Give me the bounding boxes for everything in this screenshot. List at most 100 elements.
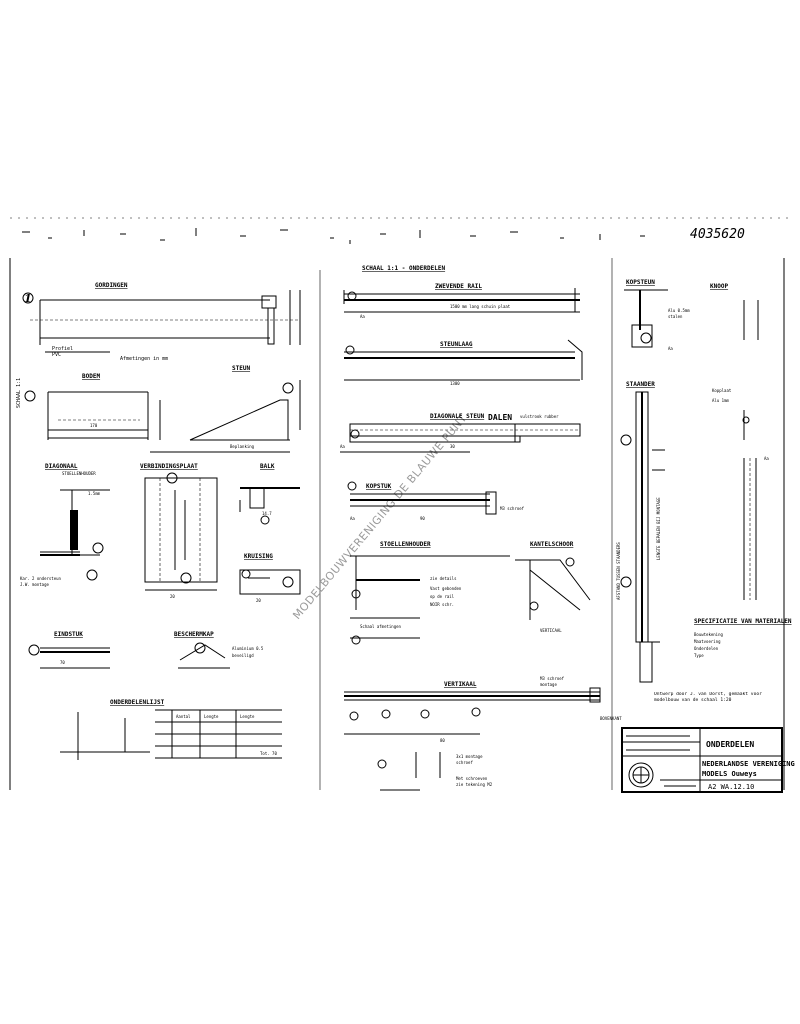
verbindingsplaat-detail: VERBINDINGSPLAAT 20 xyxy=(140,463,218,599)
svg-text:Vast gebonden: Vast gebonden xyxy=(430,586,462,591)
drawing-number: 4035620 xyxy=(690,227,745,242)
svg-text:DALEN: DALEN xyxy=(488,413,512,422)
svg-text:KRUISING: KRUISING xyxy=(244,553,273,560)
svg-text:EINDSTUK: EINDSTUK xyxy=(54,631,83,638)
right-top-detail: KOPSTEUN Alu 0.5mm stalen Aa KNOOP xyxy=(624,279,759,351)
svg-text:DIAGONAAL: DIAGONAAL xyxy=(45,463,78,470)
svg-text:KANTELSCHOOR: KANTELSCHOOR xyxy=(530,541,574,548)
svg-text:Profiel: Profiel xyxy=(52,346,73,352)
svg-text:1.5mm: 1.5mm xyxy=(88,491,101,496)
svg-text:SCHAAL 1:1 - ONDERDELEN: SCHAAL 1:1 - ONDERDELEN xyxy=(362,265,445,272)
svg-text:Maatvoering: Maatvoering xyxy=(694,639,721,644)
diagonaal-detail: DIAGONAAL STOELLENHOUDER 1.5mm Kar. 2 on… xyxy=(20,463,110,587)
right-vertical-profile: STAANDER AFSTAND TUSSEN STAANDERS LENGTE… xyxy=(616,381,665,683)
svg-text:KOPSTEUN: KOPSTEUN xyxy=(626,279,655,286)
bodem-detail: BODEM 170 SCHAAL 1:1 xyxy=(16,373,149,440)
kruising-detail: KRUISING 20 xyxy=(239,553,301,603)
title-block: ONDERDELEN NEDERLANDSE VERENIGING MODELS… xyxy=(621,727,795,793)
svg-text:BALK: BALK xyxy=(260,463,275,470)
svg-text:Alu 0.5mm: Alu 0.5mm xyxy=(668,308,690,313)
svg-text:STAANDER: STAANDER xyxy=(626,381,655,388)
svg-text:3x1 montage: 3x1 montage xyxy=(456,754,483,759)
svg-text:Lengte: Lengte xyxy=(240,714,255,719)
svg-text:zie tekening M2: zie tekening M2 xyxy=(456,782,493,787)
right-inner-detail: Kopplaat Alu 1mm Aa xyxy=(712,388,769,600)
svg-text:Tot. 70: Tot. 70 xyxy=(260,751,277,756)
eindstuk-detail: EINDSTUK 70 xyxy=(28,631,110,669)
svg-text:STOELLENHOUDER: STOELLENHOUDER xyxy=(62,471,96,476)
svg-text:Aa: Aa xyxy=(350,516,355,521)
svg-text:Aantal: Aantal xyxy=(176,714,191,719)
svg-text:zie details: zie details xyxy=(430,576,457,581)
svg-text:SPECIFICATIE VAN MATERIALEN: SPECIFICATIE VAN MATERIALEN xyxy=(694,618,792,625)
note-maten: Afmetingen in mm xyxy=(120,356,168,362)
balk-detail: BALK 14.7 xyxy=(239,463,300,525)
svg-text:NOIR schr.: NOIR schr. xyxy=(430,602,454,607)
svg-text:STEUN: STEUN xyxy=(232,365,250,372)
svg-text:Aa: Aa xyxy=(340,444,345,449)
svg-text:stalen: stalen xyxy=(668,314,683,319)
svg-text:Met schroeven: Met schroeven xyxy=(456,776,488,781)
svg-text:vulstrook rubber: vulstrook rubber xyxy=(520,414,559,419)
kantelschoor-detail: KANTELSCHOOR VERTICAAL xyxy=(515,541,591,633)
steun-detail: STEUN Beplanking xyxy=(150,365,301,453)
svg-text:Alu 1mm: Alu 1mm xyxy=(712,398,729,403)
svg-text:Lengte: Lengte xyxy=(204,714,219,719)
svg-text:80: 80 xyxy=(440,738,445,743)
designer-note: Ontwerp door J. van Dorst, gemaakt voor … xyxy=(654,692,762,703)
svg-text:BODEM: BODEM xyxy=(82,373,100,380)
svg-text:VERBINDINGSPLAAT: VERBINDINGSPLAAT xyxy=(140,463,198,470)
svg-text:70: 70 xyxy=(60,660,65,665)
svg-text:Kopplaat: Kopplaat xyxy=(712,388,732,393)
left-top-rail: GORDINGEN 1 Profiel PVC xyxy=(22,282,301,358)
svg-text:schroef: schroef xyxy=(456,760,473,765)
svg-text:J.W. montage: J.W. montage xyxy=(20,582,49,587)
svg-text:SCHAAL 1:1: SCHAAL 1:1 xyxy=(16,378,22,408)
svg-text:BOVENKANT: BOVENKANT xyxy=(600,716,622,721)
title-org-2: MODELS Ouweys xyxy=(702,770,757,778)
svg-text:14.7: 14.7 xyxy=(262,511,272,516)
svg-text:DIAGONALE STEUN: DIAGONALE STEUN xyxy=(430,413,485,420)
svg-text:M3 schroef: M3 schroef xyxy=(540,676,565,681)
svg-text:LENGTE BEPALEN BIJ MONTAGE: LENGTE BEPALEN BIJ MONTAGE xyxy=(656,497,661,560)
stoellenhouder-detail: STOELLENHOUDER zie details Vast gebonden… xyxy=(350,541,510,645)
svg-text:1: 1 xyxy=(24,292,32,305)
svg-text:Kar. 2 ondersteun: Kar. 2 ondersteun xyxy=(20,576,62,581)
svg-text:Aluminium 0.5: Aluminium 0.5 xyxy=(232,646,264,651)
svg-text:30: 30 xyxy=(450,444,455,449)
frame xyxy=(9,258,785,790)
svg-text:op de rail: op de rail xyxy=(430,594,455,599)
right-notes: SPECIFICATIE VAN MATERIALEN Bouwtekening… xyxy=(654,618,792,703)
svg-text:beveiligd: beveiligd xyxy=(232,653,254,658)
svg-text:Schaal afmetingen: Schaal afmetingen xyxy=(360,624,402,629)
svg-text:170: 170 xyxy=(90,423,98,428)
middle-top-rails: SCHAAL 1:1 - ONDERDELEN ZWEVENDE RAIL 15… xyxy=(343,265,583,386)
svg-text:Onderdelen: Onderdelen xyxy=(694,646,719,651)
svg-text:KOPSTUK: KOPSTUK xyxy=(366,483,392,490)
svg-text:90: 90 xyxy=(420,516,425,521)
svg-text:STEUNLAAG: STEUNLAAG xyxy=(440,341,473,348)
svg-text:PVC: PVC xyxy=(52,352,61,358)
svg-text:1300: 1300 xyxy=(450,381,460,386)
svg-text:Aa: Aa xyxy=(668,346,673,351)
heading-gordingen: GORDINGEN xyxy=(95,282,128,289)
top-fold-marks xyxy=(10,217,790,244)
svg-text:1500 mm lang schuin plaat: 1500 mm lang schuin plaat xyxy=(450,304,511,309)
bottom-middle-rail: VERTIKAAL M3 schroef montage 80 BOVENKAN… xyxy=(344,676,622,791)
svg-text:M3 schroef: M3 schroef xyxy=(500,506,525,511)
verbinding-detail: KOPSTUK M3 schroef Aa 90 xyxy=(347,481,525,521)
svg-text:Type: Type xyxy=(694,653,704,658)
svg-text:BESCHERMKAP: BESCHERMKAP xyxy=(174,631,214,638)
dalen-strip: DIAGONALE STEUN DALEN vulstrook rubber A… xyxy=(340,413,581,453)
svg-text:Aa: Aa xyxy=(360,314,365,319)
parts-table: ONDERDELENLIJST Aantal Lengte Lengte Tot… xyxy=(60,699,282,760)
svg-text:AFSTAND TUSSEN STAANDERS: AFSTAND TUSSEN STAANDERS xyxy=(616,542,621,600)
svg-text:VERTIKAAL: VERTIKAAL xyxy=(444,681,477,688)
svg-text:Bouwtekening: Bouwtekening xyxy=(694,632,723,637)
svg-text:STOELLENHOUDER: STOELLENHOUDER xyxy=(380,541,431,548)
title-sheet-code: A2 WA.12.10 xyxy=(708,783,754,791)
svg-text:20: 20 xyxy=(170,594,175,599)
beschermkap-detail: BESCHERMKAP Aluminium 0.5 beveiligd xyxy=(174,631,264,669)
svg-text:KNOOP: KNOOP xyxy=(710,283,728,290)
svg-text:montage: montage xyxy=(540,682,557,687)
